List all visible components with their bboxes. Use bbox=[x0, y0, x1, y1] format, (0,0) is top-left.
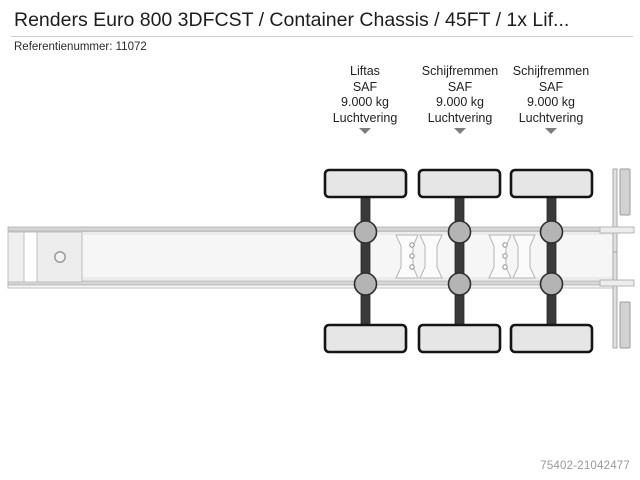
frame-rail-top bbox=[7, 226, 615, 232]
front-plate-gap bbox=[23, 231, 38, 283]
frame-rail-bottom bbox=[7, 280, 615, 286]
axle-assembly-3 bbox=[509, 168, 594, 354]
header-divider bbox=[11, 36, 633, 37]
wheel-bottom-2 bbox=[417, 323, 502, 354]
header: Renders Euro 800 3DFCST / Container Chas… bbox=[0, 0, 640, 56]
hub-bottom-2 bbox=[447, 272, 472, 296]
mount-hole bbox=[409, 242, 415, 248]
chassis-diagram-svg bbox=[7, 168, 635, 354]
reference-number: Referentienummer: 11072 bbox=[14, 41, 147, 53]
wheel-bottom-1 bbox=[323, 323, 408, 354]
rear-bumper-assembly bbox=[599, 168, 635, 349]
hub-bottom-1 bbox=[353, 272, 378, 296]
frame-rail-top-highlight bbox=[8, 232, 614, 235]
hub-top-3 bbox=[539, 220, 564, 244]
suspension-panels bbox=[395, 234, 536, 279]
rear-crossmember-top bbox=[599, 226, 635, 234]
rear-crossmember-bottom bbox=[599, 279, 635, 287]
axle-assembly-1 bbox=[323, 168, 408, 354]
mount-hole bbox=[409, 253, 415, 259]
rear-bumper-top bbox=[619, 168, 631, 216]
mount-hole bbox=[502, 264, 508, 270]
mount-hole bbox=[502, 253, 508, 259]
chassis-diagram bbox=[0, 56, 640, 456]
mount-hole bbox=[502, 242, 508, 248]
page-title: Renders Euro 800 3DFCST / Container Chas… bbox=[14, 9, 570, 31]
hub-top-1 bbox=[353, 220, 378, 244]
hub-top-2 bbox=[447, 220, 472, 244]
rear-post-lower bbox=[612, 251, 618, 349]
rear-bumper-bottom bbox=[619, 301, 631, 349]
suspension-panel-2b bbox=[512, 234, 536, 279]
wheel-top-3 bbox=[509, 168, 594, 199]
axle-assembly-2 bbox=[417, 168, 502, 354]
hub-bottom-3 bbox=[539, 272, 564, 296]
kingpin-circle bbox=[53, 251, 66, 264]
wheel-top-2 bbox=[417, 168, 502, 199]
mount-hole bbox=[409, 264, 415, 270]
kingpin-section bbox=[7, 231, 83, 283]
wheel-bottom-3 bbox=[509, 323, 594, 354]
front-plate-outer bbox=[7, 231, 25, 283]
wheel-top-1 bbox=[323, 168, 408, 199]
watermark: 75402-21042477 bbox=[540, 460, 630, 472]
rear-post-upper bbox=[612, 168, 618, 262]
frame-rail-bottom-highlight bbox=[8, 277, 614, 280]
suspension-panel-1b bbox=[419, 234, 443, 279]
